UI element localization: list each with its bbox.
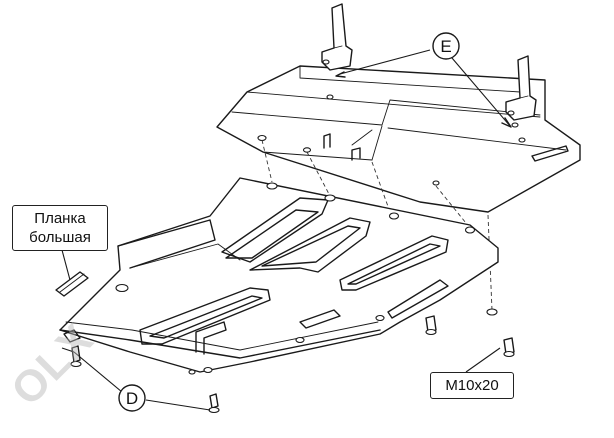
fastener-d-2 xyxy=(208,393,220,414)
bracket-e-right xyxy=(505,55,537,121)
planka-label: Планка большая xyxy=(12,205,108,251)
callout-planka-leader xyxy=(61,249,71,281)
callout-bolt-leader xyxy=(465,347,501,373)
fastener-m10-3 xyxy=(486,308,498,316)
bracket-e-left xyxy=(321,3,353,71)
callout-d-circle xyxy=(118,384,146,412)
callout-e-circle xyxy=(432,32,460,60)
fastener-m10-1 xyxy=(425,315,437,336)
bolt-size-label: M10x20 xyxy=(430,372,514,399)
callout-e-text: E xyxy=(440,37,451,56)
fastener-d-1 xyxy=(70,345,82,368)
lower-main-shield xyxy=(59,177,499,375)
fastener-m10-2 xyxy=(503,337,515,358)
callout-e: E xyxy=(335,32,512,128)
planka-strip xyxy=(55,271,89,297)
callout-d-text: D xyxy=(126,389,138,408)
callout-d: D xyxy=(61,347,211,412)
